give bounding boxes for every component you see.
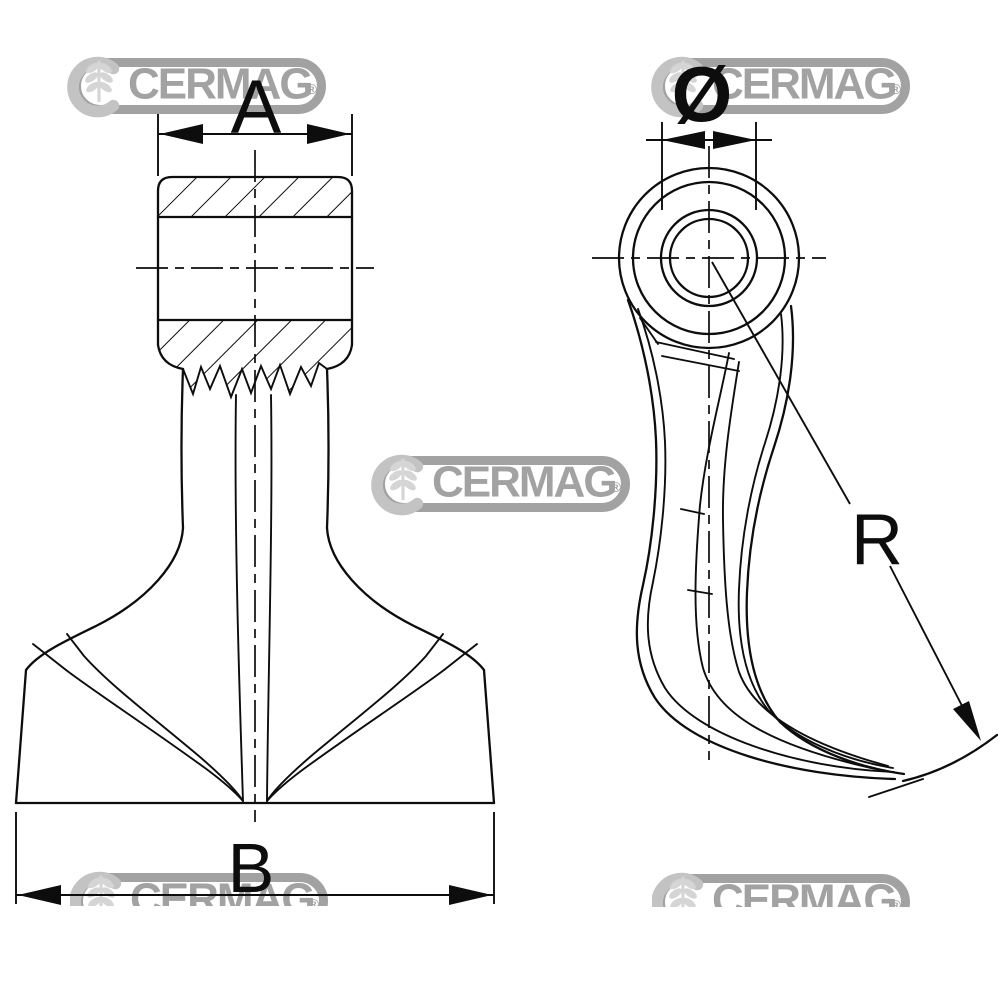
front-edge-outer [745,304,906,776]
dimension-a-label: A [231,65,282,150]
front-view: A [14,65,496,907]
arrowhead-left [662,131,705,149]
blade-body [14,367,496,805]
cermag-watermark-bottom-left: CERMAG ® [70,871,330,906]
registered-mark: ® [306,81,317,97]
side-view: Ø [592,50,999,798]
radius-leader-lower [889,565,976,732]
front-view-centerlines [136,150,374,822]
logo-text: CERMAG [130,874,316,906]
neck-edge-left [180,367,185,530]
back-edge-outer [626,298,897,781]
arrowhead [953,701,981,741]
ridge-line-left [234,394,244,802]
top-hatch-band [158,177,352,217]
neck-edge-right [325,367,330,530]
dimension-radius: R [711,261,981,741]
registered-mark: ® [308,896,319,906]
arrowhead-right [307,124,350,144]
cermag-watermark-top-left: CERMAG ® [67,56,328,118]
registered-mark: ® [890,897,901,907]
wrench-wheat-icon [67,56,120,118]
wrench-wheat-icon [371,454,424,516]
dimension-b-label: B [228,829,275,907]
dimension-a: A [157,65,353,176]
corner-chamfer-left [32,643,67,671]
registered-mark: ® [610,479,621,495]
arrowhead-left [160,124,203,144]
cermag-watermark-bottom-left-clipped: CERMAG ® [70,871,334,906]
bevel-upper-right [266,633,444,802]
corner-chamfer-right [443,643,478,671]
mid-edge-left [694,352,881,771]
logo-text: CERMAG [432,457,618,507]
side-body-curves [626,298,999,798]
logo-text: CERMAG [128,59,314,109]
back-edge-inner [637,308,895,773]
hammer-head [156,175,354,400]
arrowhead-left [18,885,61,905]
wrench-wheat-icon [70,871,122,906]
cermag-watermark-top-right: CERMAG ® [651,56,912,118]
logo-text: CERMAG [712,875,898,907]
wrench-wheat-icon [652,872,704,907]
facet-tick-lower [687,589,713,595]
cermag-watermark-bottom-right: CERMAG ® [652,872,912,907]
radius-leader-upper [711,261,851,505]
bevel-lower-right [266,669,445,802]
tip-edge-curve [901,733,999,783]
arrowhead-right [449,885,492,905]
head-neck-fillet-right [325,343,354,371]
dimension-diameter: Ø [646,50,772,210]
head-neck-fillet-left [156,343,185,371]
serration-teeth [182,361,328,400]
facet-tick-upper [680,508,705,515]
mounting-ring [592,146,826,760]
head-outline [156,175,354,347]
logo-text: CERMAG [712,59,898,109]
front-edge-inner [737,313,894,769]
bottom-hatch-band [158,320,352,397]
bevel-upper-left [66,633,244,802]
ridge-line-right [266,394,273,802]
tip-end-facet [868,778,924,798]
mid-edge-right [721,361,889,767]
cermag-watermark-bottom-right-clipped: CERMAG ® [652,872,916,907]
dimension-r-label: R [851,500,903,580]
facet-edge-upper [655,341,735,360]
bevel-lower-left [65,669,244,802]
cermag-watermark-center: CERMAG ® [371,454,632,516]
diameter-symbol-label: Ø [672,50,733,138]
dimension-b: B [15,812,495,907]
arrowhead-right [713,131,756,149]
registered-mark: ® [890,81,901,97]
flare-edge-left [14,526,185,805]
flare-edge-right [325,526,496,805]
wrench-wheat-icon [651,56,704,118]
